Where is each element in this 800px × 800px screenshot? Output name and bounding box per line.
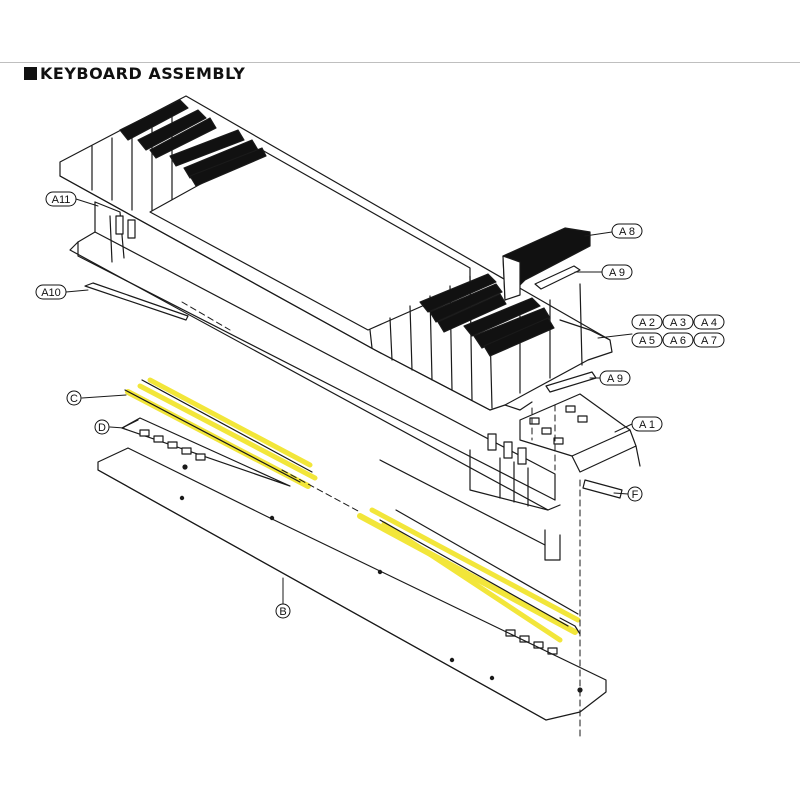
bracket-a1 bbox=[519, 393, 641, 473]
callout-a9-mid-label: A 9 bbox=[607, 373, 623, 385]
callout-a5: A 5 bbox=[631, 332, 663, 348]
assembly-guide-lines bbox=[181, 301, 581, 737]
callout-a3: A 3 bbox=[662, 314, 694, 330]
callout-a9-mid: A 9 bbox=[599, 370, 631, 386]
black-keys-right bbox=[419, 273, 555, 357]
callout-a9-top-label: A 9 bbox=[609, 267, 625, 279]
callout-a5-label: A 5 bbox=[639, 335, 655, 347]
top-rule bbox=[0, 62, 800, 63]
key-block-a8 bbox=[502, 227, 591, 301]
callout-a4-label: A 4 bbox=[701, 317, 717, 329]
callout-a9-top: A 9 bbox=[601, 264, 633, 280]
callout-leaders bbox=[65, 198, 633, 606]
rod-f bbox=[582, 479, 623, 499]
callout-a1: A 1 bbox=[631, 416, 663, 432]
callout-a10-label: A10 bbox=[41, 287, 61, 299]
callout-b-label: B bbox=[279, 606, 286, 618]
callout-a10: A10 bbox=[35, 284, 67, 300]
callout-a4: A 4 bbox=[693, 314, 725, 330]
contact-rails-c bbox=[124, 377, 581, 643]
callout-a7-label: A 7 bbox=[701, 335, 717, 347]
callout-a1-label: A 1 bbox=[639, 419, 655, 431]
callout-a11: A11 bbox=[45, 191, 77, 207]
callout-c-label: C bbox=[70, 393, 78, 405]
callout-f-label: F bbox=[632, 489, 639, 501]
spring-bar-a9-top bbox=[534, 265, 581, 290]
page-title-text: KEYBOARD ASSEMBLY bbox=[40, 63, 246, 83]
black-keys-left bbox=[119, 99, 267, 187]
callout-d-label: D bbox=[98, 422, 106, 434]
callout-c: C bbox=[66, 390, 82, 406]
page-title: KEYBOARD ASSEMBLY bbox=[24, 62, 245, 84]
callout-a6: A 6 bbox=[662, 332, 694, 348]
circuit-plate-d bbox=[121, 417, 558, 655]
callout-f: F bbox=[627, 486, 643, 502]
callout-a2-label: A 2 bbox=[639, 317, 655, 329]
bottom-panel-b bbox=[97, 447, 607, 721]
callout-a7: A 7 bbox=[693, 332, 725, 348]
callout-a3-label: A 3 bbox=[670, 317, 686, 329]
strip-a10 bbox=[84, 282, 189, 321]
callout-a8-label: A 8 bbox=[619, 226, 635, 238]
keyboard-frame-rail bbox=[69, 201, 561, 561]
callout-a8: A 8 bbox=[611, 223, 643, 239]
callout-a11-label: A11 bbox=[52, 194, 71, 206]
callout-a2: A 2 bbox=[631, 314, 663, 330]
callout-a6-label: A 6 bbox=[670, 335, 686, 347]
title-bullet-icon bbox=[24, 66, 37, 80]
callout-d: D bbox=[94, 419, 110, 435]
callout-b: B bbox=[275, 603, 291, 619]
